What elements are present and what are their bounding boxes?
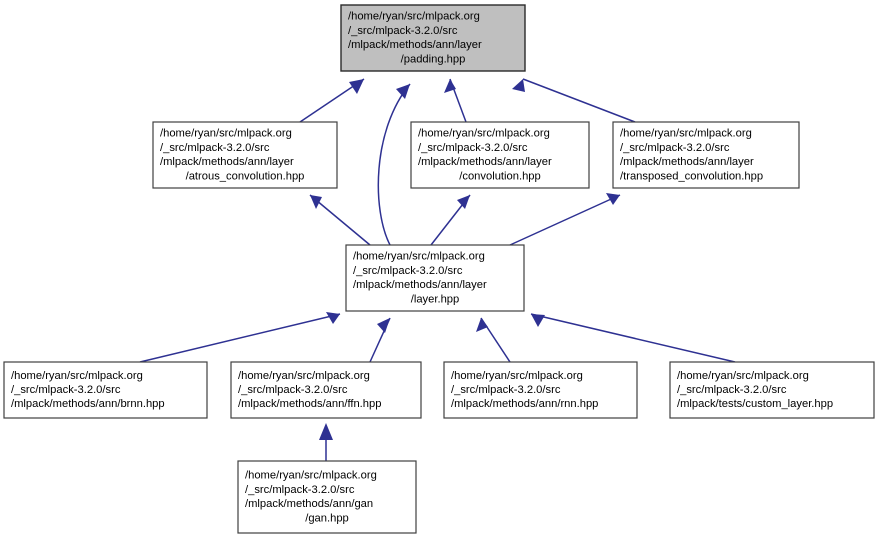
node-label-line: /_src/mlpack-3.2.0/src [451, 384, 561, 396]
node-label-line: /_src/mlpack-3.2.0/src [245, 484, 355, 496]
node-label-line: /padding.hpp [401, 53, 466, 65]
node-box[interactable] [443, 361, 638, 419]
node-label-line: /_src/mlpack-3.2.0/src [160, 142, 270, 154]
nodes-layer: /home/ryan/src/mlpack.org /_src/mlpack-3.… [3, 4, 875, 534]
node-gan[interactable]: /home/ryan/src/mlpack.org /_src/mlpack-3.… [237, 460, 417, 534]
node-box[interactable] [237, 460, 417, 534]
node-label-line: /_src/mlpack-3.2.0/src [11, 384, 121, 396]
node-label-line: /mlpack/methods/ann/gan [245, 498, 373, 510]
arrowhead-icon [319, 423, 333, 440]
node-box[interactable] [152, 121, 338, 189]
edge-convolution-to-padding [444, 78, 467, 123]
arrowhead-icon [457, 195, 470, 209]
node-label-line: /mlpack/methods/ann/layer [348, 39, 482, 51]
node-label-line: /mlpack/tests/custom_layer.hpp [677, 398, 833, 410]
edge-transposed-to-padding [512, 78, 636, 123]
node-label-line: /layer.hpp [411, 293, 460, 305]
edge-line [522, 78, 636, 123]
node-label-line: /_src/mlpack-3.2.0/src [677, 384, 787, 396]
node-label-line: /mlpack/methods/ann/layer [620, 156, 754, 168]
node-label-line: /mlpack/methods/ann/layer [353, 279, 487, 291]
node-convolution[interactable]: /home/ryan/src/mlpack.org /_src/mlpack-3.… [410, 121, 590, 189]
node-label-line: /home/ryan/src/mlpack.org [353, 251, 485, 263]
node-label-line: /home/ryan/src/mlpack.org [238, 370, 370, 382]
node-label-line: /mlpack/methods/ann/layer [160, 156, 294, 168]
node-rnn[interactable]: /home/ryan/src/mlpack.org /_src/mlpack-3.… [443, 361, 638, 419]
edge-brnn-to-layer [139, 312, 341, 363]
edge-gan-to-ffn [319, 423, 333, 461]
node-layer[interactable]: /home/ryan/src/mlpack.org /_src/mlpack-3.… [345, 244, 525, 312]
edge-line [509, 194, 621, 246]
node-label-line: /convolution.hpp [459, 170, 540, 182]
node-label-line: /mlpack/methods/ann/ffn.hpp [238, 398, 381, 410]
node-label-line: /home/ryan/src/mlpack.org [348, 11, 480, 23]
node-label-line: /transposed_convolution.hpp [620, 170, 763, 182]
node-custom_layer[interactable]: /home/ryan/src/mlpack.org /_src/mlpack-3.… [669, 361, 875, 419]
arrowhead-icon [349, 79, 364, 94]
edge-line [139, 313, 341, 363]
node-label-line: /home/ryan/src/mlpack.org [677, 370, 809, 382]
node-box[interactable] [612, 121, 800, 189]
node-label-line: /home/ryan/src/mlpack.org [451, 370, 583, 382]
node-label-line: /home/ryan/src/mlpack.org [11, 370, 143, 382]
node-label-line: /gan.hpp [305, 512, 349, 524]
node-box[interactable] [230, 361, 422, 419]
arrowhead-icon [476, 318, 488, 332]
node-label-line: /mlpack/methods/ann/brnn.hpp [11, 398, 165, 410]
edge-custom-to-layer [530, 313, 736, 363]
arrowhead-icon [310, 195, 322, 209]
arrowhead-icon [326, 312, 340, 324]
arrowhead-icon [444, 79, 456, 93]
edge-line [530, 313, 736, 363]
node-label-line: /atrous_convolution.hpp [186, 170, 305, 182]
node-padding[interactable]: /home/ryan/src/mlpack.org /_src/mlpack-3.… [340, 4, 526, 72]
node-label-line: /home/ryan/src/mlpack.org [620, 128, 752, 140]
node-label-line: /mlpack/methods/ann/layer [418, 156, 552, 168]
edge-layer-to-convolution [430, 194, 471, 246]
node-atrous_convolution[interactable]: /home/ryan/src/mlpack.org /_src/mlpack-3.… [152, 121, 338, 189]
node-label-line: /_src/mlpack-3.2.0/src [418, 142, 528, 154]
edge-rnn-to-layer [476, 317, 511, 363]
arrowhead-icon [396, 84, 410, 99]
node-label-line: /home/ryan/src/mlpack.org [160, 128, 292, 140]
node-label-line: /_src/mlpack-3.2.0/src [348, 25, 458, 37]
node-label-line: /_src/mlpack-3.2.0/src [353, 265, 463, 277]
node-label-line: /_src/mlpack-3.2.0/src [620, 142, 730, 154]
edge-line [377, 83, 411, 246]
node-brnn[interactable]: /home/ryan/src/mlpack.org /_src/mlpack-3.… [3, 361, 208, 419]
node-transposed_convolution[interactable]: /home/ryan/src/mlpack.org /_src/mlpack-3.… [612, 121, 800, 189]
arrowhead-icon [377, 318, 390, 333]
node-label-line: /home/ryan/src/mlpack.org [418, 128, 550, 140]
arrowhead-icon [531, 314, 545, 327]
node-box[interactable] [3, 361, 208, 419]
node-label-line: /home/ryan/src/mlpack.org [245, 470, 377, 482]
node-ffn[interactable]: /home/ryan/src/mlpack.org /_src/mlpack-3.… [230, 361, 422, 419]
node-box[interactable] [345, 244, 525, 312]
edge-layer-to-padding [377, 83, 411, 246]
node-box[interactable] [410, 121, 590, 189]
node-box[interactable] [669, 361, 875, 419]
arrowhead-icon [512, 79, 525, 92]
node-label-line: /mlpack/methods/ann/rnn.hpp [451, 398, 598, 410]
edge-atrous-to-padding [299, 78, 365, 123]
arrowhead-icon [606, 193, 620, 205]
node-box[interactable] [340, 4, 526, 72]
edge-layer-to-transposed [509, 193, 621, 246]
edge-layer-to-atrous [309, 194, 371, 246]
node-label-line: /_src/mlpack-3.2.0/src [238, 384, 348, 396]
edge-ffn-to-layer [369, 317, 391, 363]
edges-layer [139, 78, 736, 461]
edge-line [309, 194, 371, 246]
